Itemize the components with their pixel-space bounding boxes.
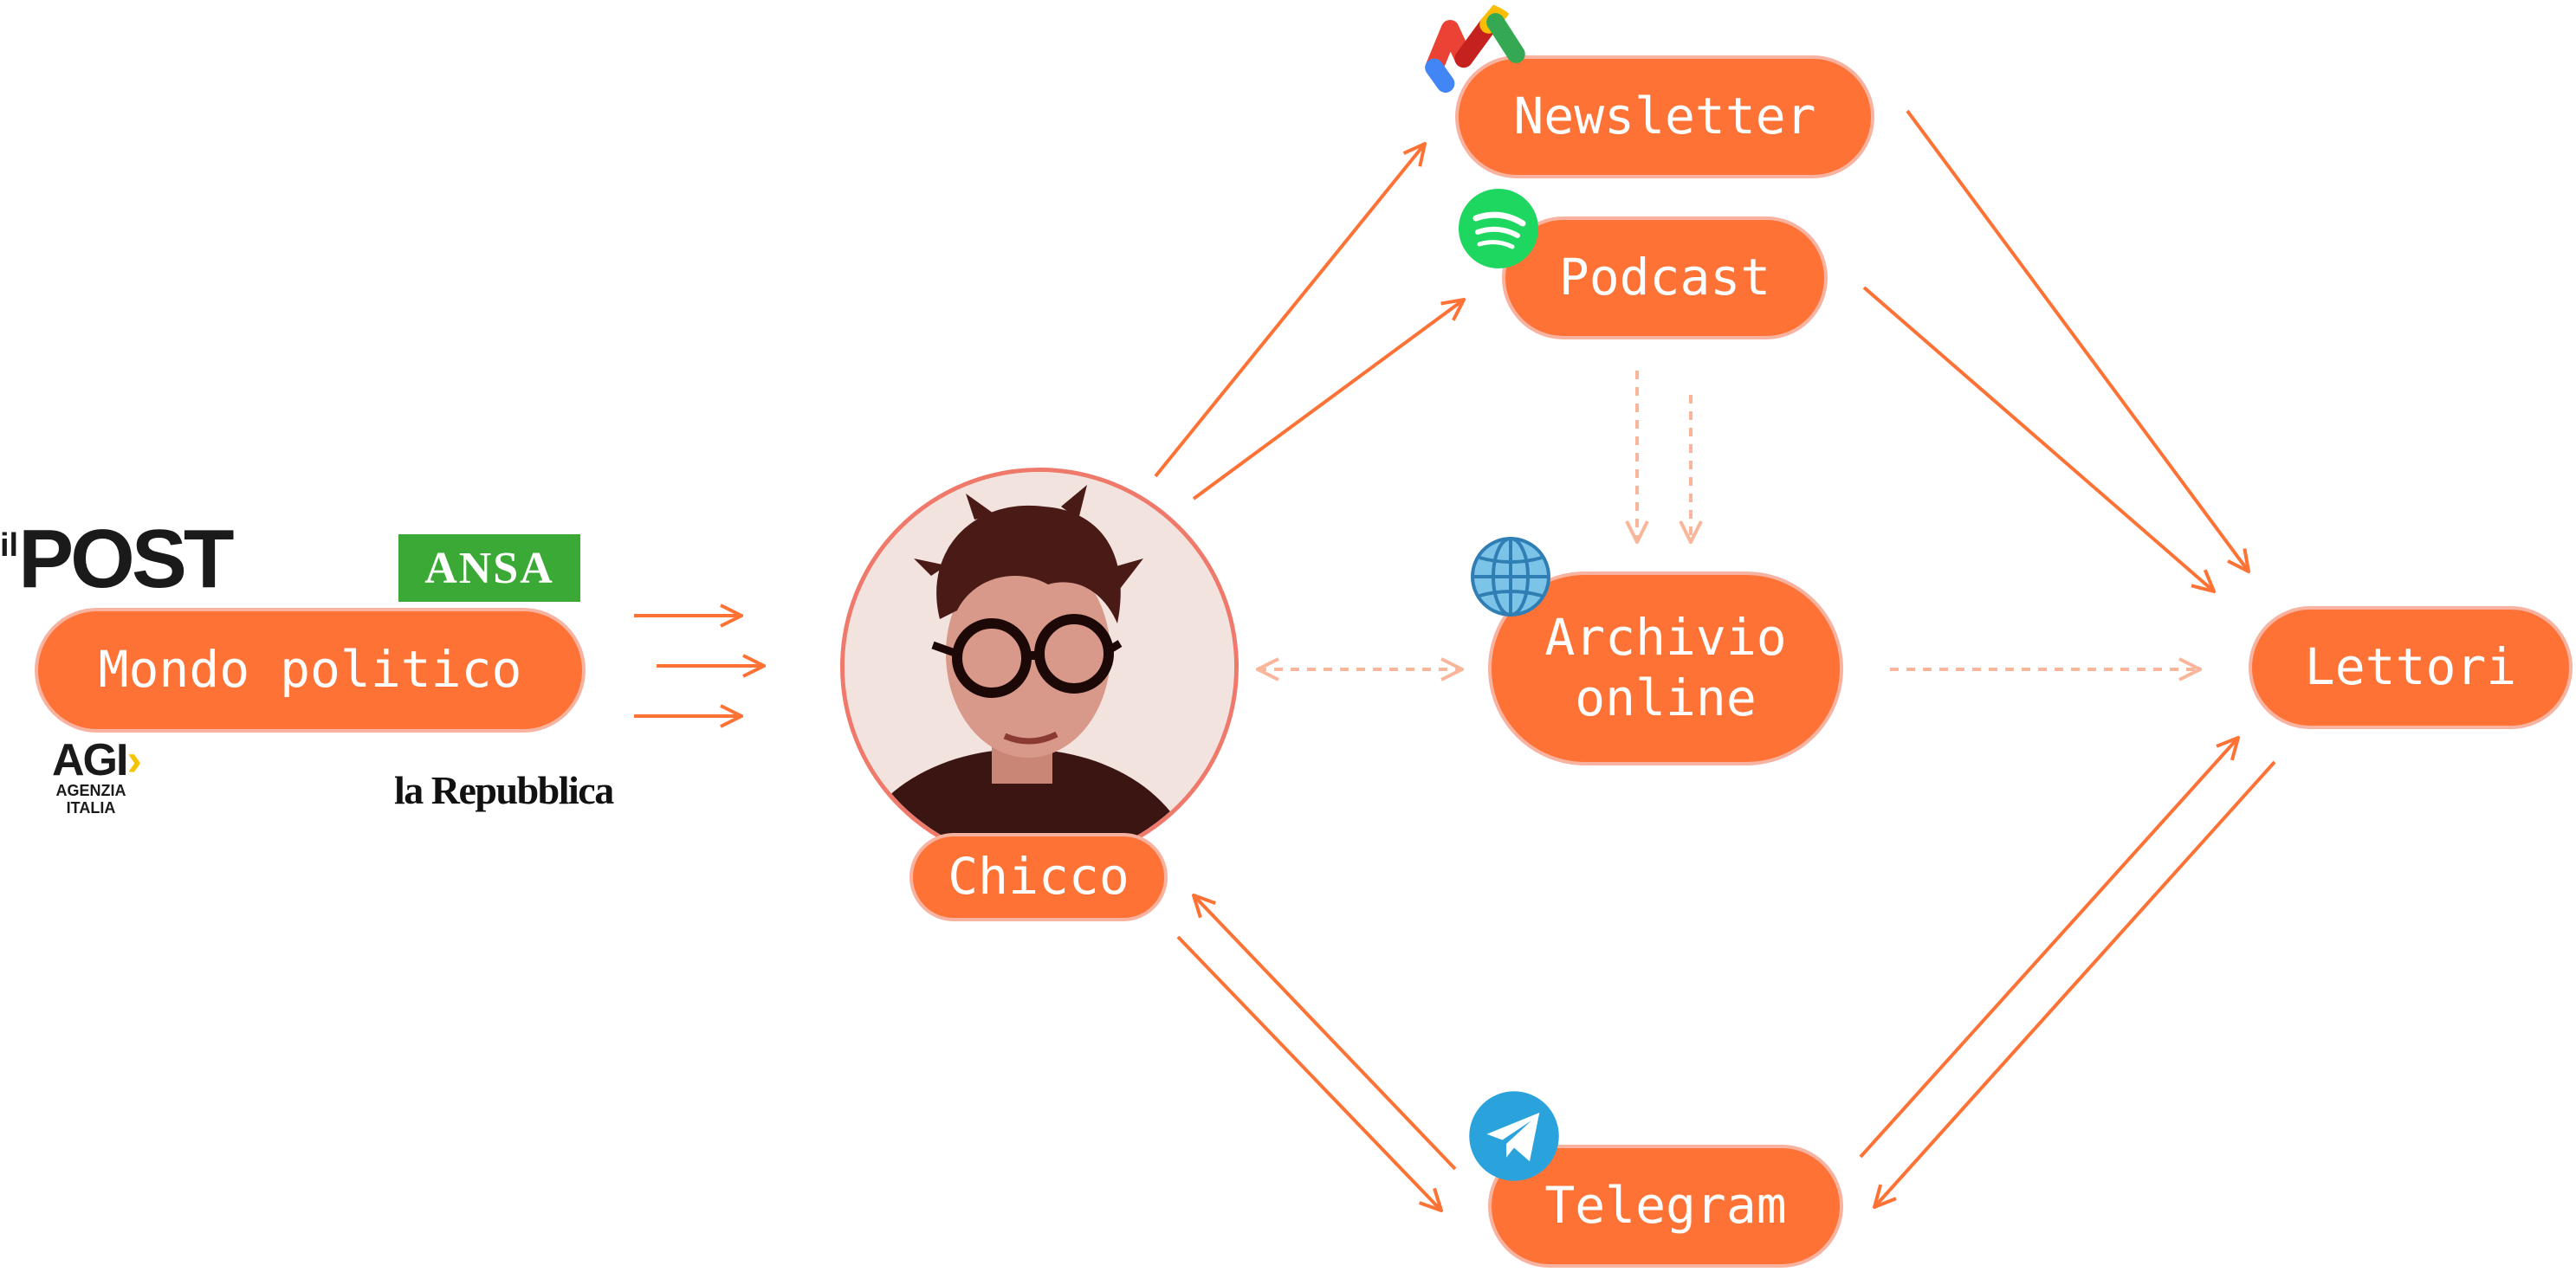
agi-logo: AGI› AGENZIA ITALIA <box>52 735 142 817</box>
arrow-newsletter-lettori <box>1906 109 2249 571</box>
node-podcast: Podcast <box>1502 216 1828 339</box>
node-chicco: Chicco <box>909 833 1168 921</box>
arrow-telegram-chicco <box>1194 895 1457 1171</box>
telegram-icon <box>1469 1091 1559 1181</box>
il-post-logo: ilPOST <box>0 513 235 605</box>
node-archivio-online: Archivio online <box>1488 571 1843 765</box>
arrow-chicco-newsletter <box>1154 144 1425 478</box>
gmail-icon <box>1425 2 1525 93</box>
node-lettori: Lettori <box>2249 606 2573 729</box>
spotify-icon <box>1459 189 1538 268</box>
person-silhouette <box>845 472 1234 862</box>
la-repubblica-logo: la Repubblica <box>394 768 614 812</box>
arrow-chicco-telegram <box>1176 935 1441 1211</box>
arrow-lettori-telegram <box>1874 760 2276 1207</box>
arrow-podcast-lettori <box>1862 286 2214 591</box>
globe-icon <box>1471 537 1550 617</box>
node-telegram: Telegram <box>1488 1145 1843 1268</box>
arrow-chicco-podcast <box>1192 300 1464 500</box>
portrait-photo <box>840 468 1239 866</box>
node-mondo-politico: Mondo politico <box>35 608 586 733</box>
node-newsletter: Newsletter <box>1455 55 1874 178</box>
ansa-logo: ANSA <box>398 534 580 602</box>
arrow-telegram-lettori <box>1859 738 2238 1159</box>
